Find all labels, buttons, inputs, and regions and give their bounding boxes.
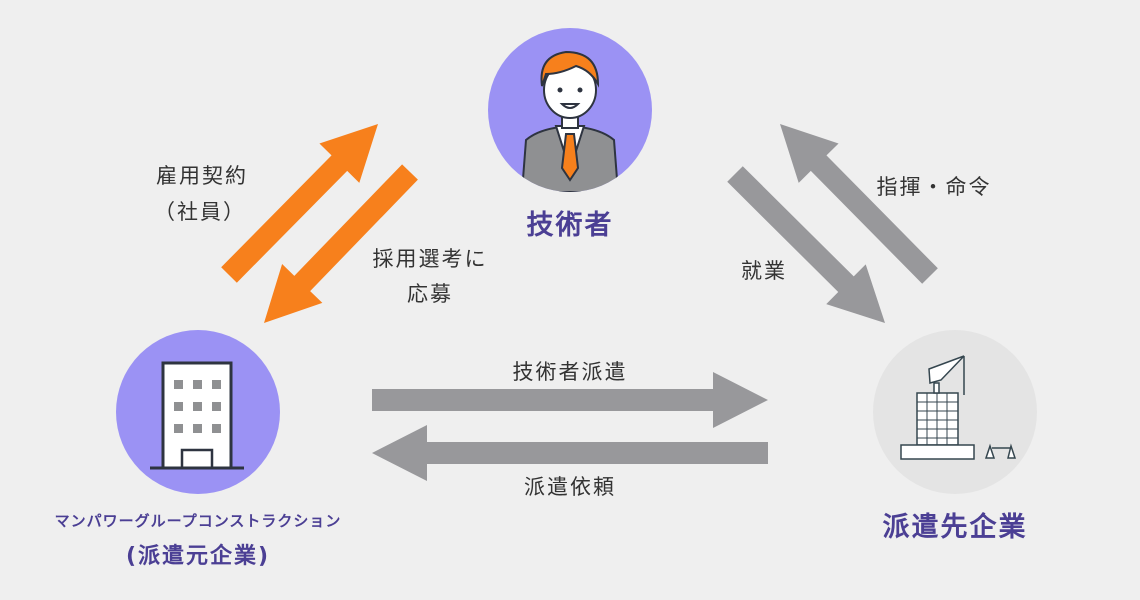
work-arrow xyxy=(727,166,885,323)
request-label: 派遣依頼 xyxy=(524,475,616,499)
command-label: 指揮・命令 xyxy=(876,175,992,199)
work-label: 就業 xyxy=(741,259,787,283)
apply-sublabel: 応募 xyxy=(407,282,453,306)
dispatcher-name: マンパワーグループコンストラクション xyxy=(54,512,342,530)
dispatch-arrow xyxy=(372,372,768,428)
employment-contract-label: 雇用契約 xyxy=(156,164,248,188)
command-arrow xyxy=(780,124,938,284)
engineer-avatar-icon xyxy=(488,28,652,192)
dispatcher-role: (派遣元企業) xyxy=(125,544,271,569)
dispatch-label: 技術者派遣 xyxy=(512,360,628,384)
apply-label: 採用選考に xyxy=(372,247,488,271)
engineer-label: 技術者 xyxy=(526,210,614,241)
request-arrow xyxy=(372,425,768,481)
construction-site-icon xyxy=(873,330,1037,494)
office-building-icon xyxy=(116,330,280,494)
client-label: 派遣先企業 xyxy=(882,512,1028,543)
employment-contract-sublabel: （社員） xyxy=(154,200,246,224)
employment-contract-arrow xyxy=(221,124,378,283)
apply-arrow xyxy=(264,164,418,323)
